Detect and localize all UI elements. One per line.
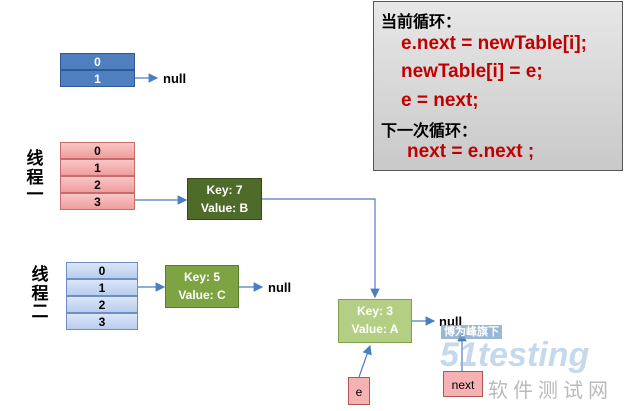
node-key7-key: Key: 7	[206, 183, 243, 197]
arrow-e-to-key3	[358, 344, 372, 378]
node-key5-key: Key: 5	[183, 270, 221, 284]
thread2-cell-1: 1	[66, 279, 138, 296]
code-line-4: next = e.next ;	[407, 141, 535, 162]
code-line-2: newTable[i] = e;	[401, 61, 543, 82]
thread1-label-char-1: 线	[26, 149, 44, 169]
code-heading-next: 下一次循环：	[381, 121, 478, 140]
watermark-brand: 51testing	[440, 336, 590, 374]
code-line-3: e = next;	[401, 90, 479, 111]
watermark-tag: 博为峰旗下	[441, 325, 502, 339]
thread2-label-char-3: 二	[31, 302, 49, 322]
node-key5: Key: 5 Value: C	[165, 265, 239, 308]
node-key5-value: Value: C	[178, 288, 226, 302]
thread2-cell-3: 3	[66, 313, 138, 330]
top-table-null: null	[163, 71, 187, 86]
node-key3-value: Value: A	[351, 322, 399, 336]
pointer-next: next	[443, 371, 483, 397]
thread1-label-char-3: 一	[26, 185, 44, 205]
thread1-cell-0: 0	[60, 142, 135, 159]
thread2-cell-0: 0	[66, 262, 138, 279]
code-box: 当前循环： e.next = newTable[i]; newTable[i] …	[373, 1, 623, 171]
thread2-label-char-1: 线	[31, 265, 49, 285]
thread2-label-char-2: 程	[31, 284, 49, 304]
thread1-cell-3: 3	[60, 193, 135, 210]
node-key3-key: Key: 3	[356, 304, 394, 318]
watermark-sub: 软件测试网	[488, 378, 613, 402]
arrow-key7-to-key3	[262, 198, 380, 299]
pointer-e: e	[348, 377, 370, 405]
node-key3: Key: 3 Value: A	[338, 299, 412, 343]
top-table-cell-1: 1	[60, 70, 135, 87]
thread2-cell-2: 2	[66, 296, 138, 313]
node-key7-value: Value: B	[200, 201, 249, 215]
thread1-cell-1: 1	[60, 159, 135, 176]
node-key5-null: null	[268, 280, 292, 295]
thread1-cell-2: 2	[60, 176, 135, 193]
node-key7: Key: 7 Value: B	[187, 178, 262, 220]
top-table-cell-0: 0	[60, 53, 135, 70]
code-line-1: e.next = newTable[i];	[401, 33, 587, 54]
thread1-label-char-2: 程	[26, 168, 44, 188]
code-heading-current: 当前循环：	[381, 12, 462, 31]
